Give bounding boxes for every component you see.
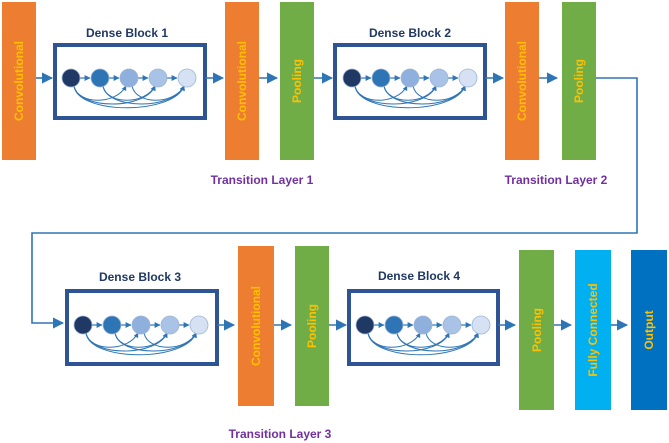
dense-node	[177, 68, 197, 88]
dense-block-1-nodes	[61, 68, 197, 109]
dense-node	[342, 68, 362, 88]
dense-node	[384, 315, 404, 335]
skip-connection-arrow	[114, 332, 197, 352]
skip-connection-arrow	[102, 85, 185, 105]
skip-connection-arrow	[354, 85, 408, 101]
dense-block-3-nodes	[73, 315, 209, 356]
transition-layer-2-label: Transition Layer 2	[505, 173, 608, 187]
dense-node	[471, 315, 491, 335]
dense-block-4: Dense Block 4	[347, 269, 500, 366]
skip-connection-arrow	[85, 332, 197, 356]
skip-connection-arrow	[131, 85, 185, 101]
row-connector-arrow	[31, 77, 638, 329]
output-label: Output	[642, 310, 656, 349]
skip-connection-arrow	[367, 332, 479, 356]
skip-connection-arrow	[73, 85, 156, 105]
fully-connected-layer: Fully Connected	[575, 250, 611, 410]
dense-block-1: Dense Block 1	[53, 26, 207, 120]
dense-node	[61, 68, 81, 88]
dense-node	[90, 68, 110, 88]
transition-1-convolutional-label: Convolutional	[235, 41, 249, 121]
skip-connection-arrow	[143, 332, 197, 348]
skip-connection-arrow	[367, 332, 421, 348]
skip-connection-arrow	[396, 332, 479, 352]
dense-node	[148, 68, 168, 88]
skip-connection-arrow	[354, 85, 437, 105]
dense-node	[189, 315, 209, 335]
dense-block-2-nodes	[342, 68, 478, 109]
transition-layer-3: Convolutional Pooling Transition Layer 3	[229, 246, 332, 441]
dense-node	[458, 68, 478, 88]
dense-block-1-title: Dense Block 1	[86, 26, 168, 40]
input-convolutional-layer: Convolutional	[2, 2, 36, 160]
dense-node	[413, 315, 433, 335]
transition-layer-1: Convolutional Pooling Transition Layer 1	[211, 2, 314, 187]
skip-connection-arrow	[383, 85, 466, 105]
transition-1-pooling-label: Pooling	[290, 59, 304, 103]
dense-block-3: Dense Block 3	[65, 270, 219, 366]
output-layer: Output	[631, 250, 667, 410]
dense-node	[102, 315, 122, 335]
skip-connection-arrow	[73, 85, 185, 109]
final-pooling-label: Pooling	[530, 308, 544, 352]
dense-node	[160, 315, 180, 335]
row-2: Dense Block 3 Convolutional Pooling Tran…	[65, 246, 667, 441]
dense-node	[371, 68, 391, 88]
dense-node	[73, 315, 93, 335]
dense-block-3-title: Dense Block 3	[99, 270, 181, 284]
transition-3-pooling-label: Pooling	[305, 304, 319, 348]
dense-node	[355, 315, 375, 335]
dense-block-2-title: Dense Block 2	[369, 26, 451, 40]
dense-node	[400, 68, 420, 88]
transition-3-convolutional-label: Convolutional	[249, 286, 263, 366]
skip-connection-arrow	[425, 332, 479, 348]
input-convolutional-label: Convolutional	[12, 41, 26, 121]
dense-block-4-title: Dense Block 4	[378, 269, 460, 283]
skip-connection-arrow	[367, 332, 450, 352]
dense-node	[119, 68, 139, 88]
dense-block-4-nodes	[355, 315, 491, 356]
transition-layer-3-label: Transition Layer 3	[229, 427, 332, 441]
transition-layer-2: Convolutional Pooling Transition Layer 2	[505, 2, 608, 187]
row-1: Convolutional Dense Block 1 Convolutiona…	[2, 2, 608, 187]
fully-connected-label: Fully Connected	[586, 283, 600, 376]
transition-layer-1-label: Transition Layer 1	[211, 173, 314, 187]
dense-block-2: Dense Block 2	[333, 26, 487, 120]
skip-connection-arrow	[85, 332, 168, 352]
transition-2-convolutional-label: Convolutional	[515, 41, 529, 121]
skip-connection-arrow	[85, 332, 139, 348]
transition-2-pooling-label: Pooling	[572, 59, 586, 103]
final-pooling-layer: Pooling	[519, 250, 554, 410]
skip-connection-arrow	[354, 85, 466, 109]
dense-node	[442, 315, 462, 335]
dense-node	[131, 315, 151, 335]
dense-node	[429, 68, 449, 88]
skip-connection-arrow	[412, 85, 466, 101]
skip-connection-arrow	[73, 85, 127, 101]
